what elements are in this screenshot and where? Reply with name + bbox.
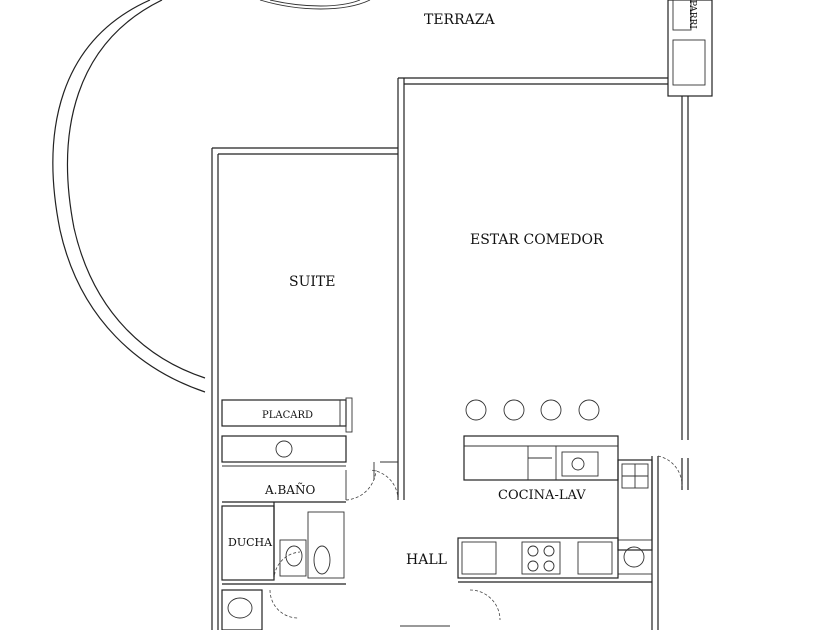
placard-unit (221, 397, 353, 433)
exterior-walls (211, 77, 689, 630)
label-a-bano: A.BAÑO (264, 482, 315, 497)
parrilla-box (667, 0, 713, 97)
label-estar-comedor: ESTAR COMEDOR (470, 232, 604, 248)
bar-stools (465, 399, 600, 421)
bath-vanity (221, 435, 347, 467)
lower-bath (221, 589, 501, 630)
label-terraza: TERRAZA (424, 12, 495, 28)
label-cocina-lav: COCINA-LAV (498, 488, 586, 503)
label-parrilla: PARRI (687, 0, 697, 29)
label-ducha: DUCHA (228, 536, 273, 549)
label-hall: HALL (406, 552, 447, 568)
suite-door (369, 461, 399, 501)
terrace-railing (52, 0, 371, 393)
kitchen-counter (463, 435, 619, 481)
label-suite: SUITE (289, 274, 335, 290)
lower-counter (457, 537, 652, 583)
laundry-column (617, 459, 653, 575)
bathroom-walls (221, 462, 377, 585)
estar-door (657, 455, 683, 487)
label-placard: PLACARD (262, 410, 313, 421)
